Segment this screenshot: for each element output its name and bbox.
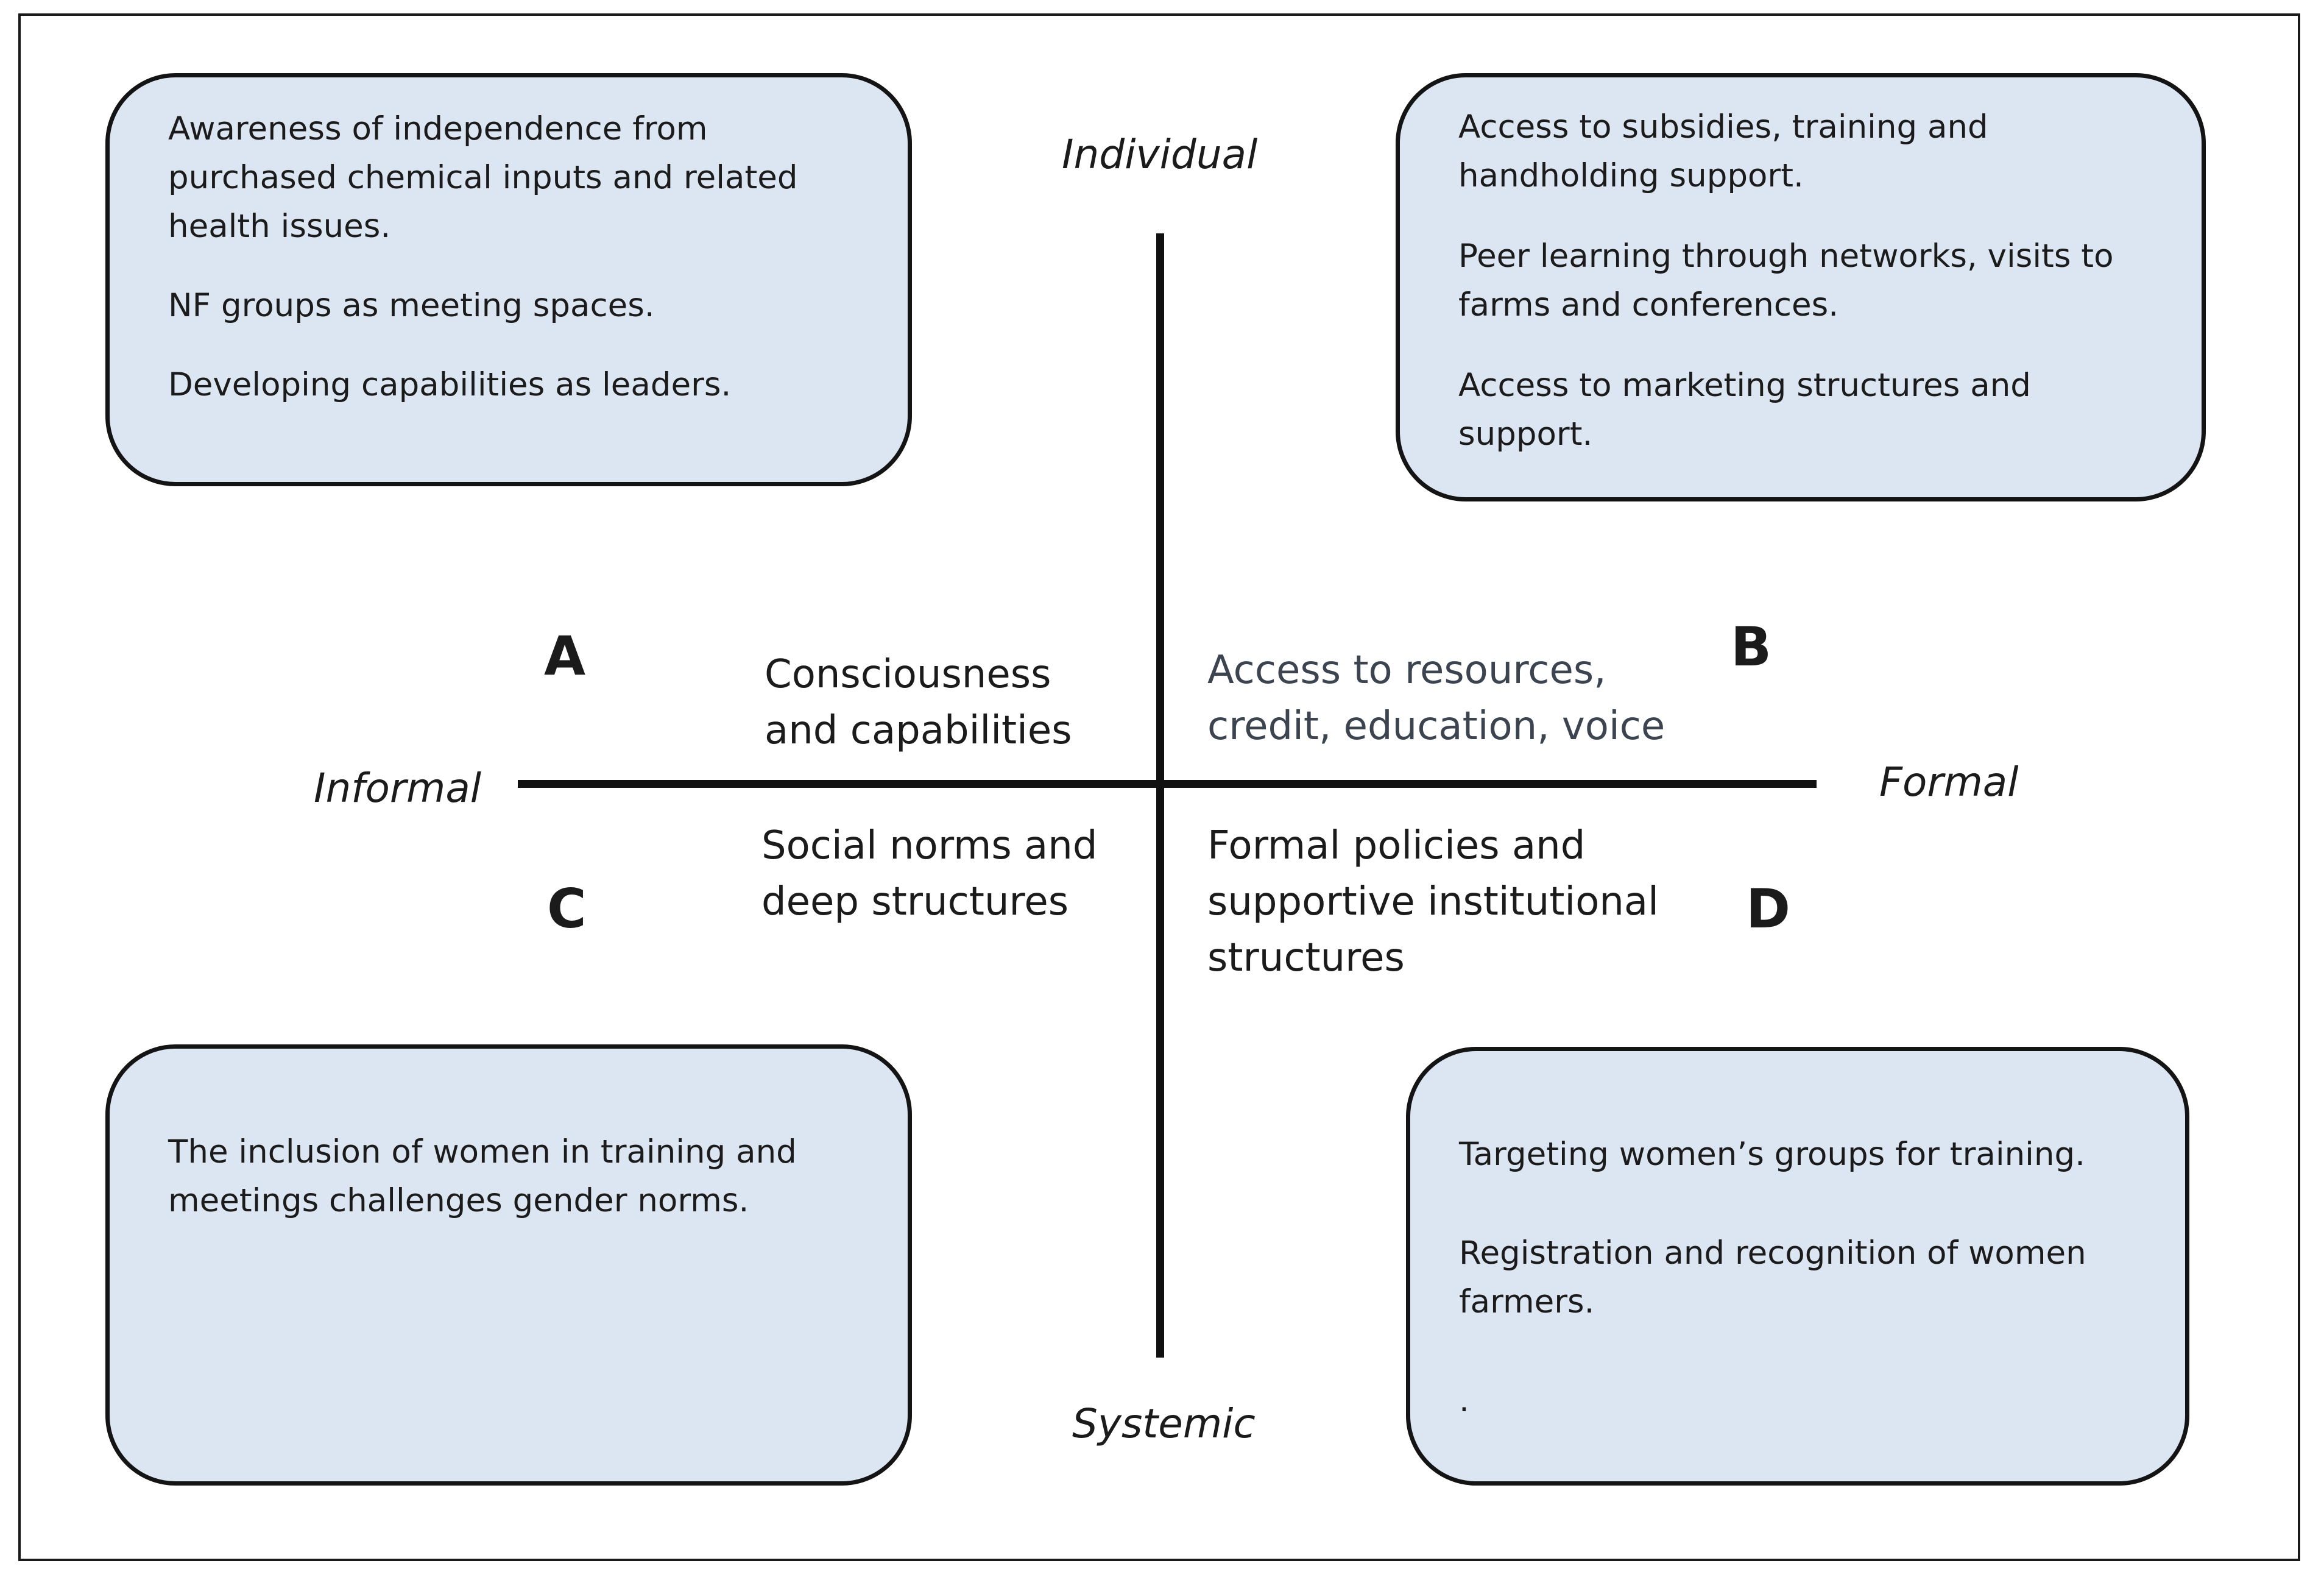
dimension-line: Access to resources,: [1207, 648, 1606, 693]
dimension-line: supportive institutional: [1207, 879, 1659, 924]
dimension-line: Formal policies and: [1207, 823, 1586, 868]
figure-frame: [18, 13, 2300, 1561]
quadrant-b-box: Access to subsidies, training and handho…: [1396, 73, 2206, 501]
axis-label-informal: Informal: [314, 765, 482, 812]
dimension-line: structures: [1207, 935, 1405, 980]
quadrant-a-item: NF groups as meeting spaces.: [168, 287, 655, 324]
quadrant-d-box: Targeting women’s groups for training. R…: [1406, 1047, 2189, 1486]
quadrant-d-item: Targeting women’s groups for training.: [1459, 1136, 2085, 1173]
dimension-line: Social norms and: [761, 823, 1098, 868]
quadrant-b-dimension: Access to resources, credit, education, …: [1207, 642, 1665, 754]
axis-label-formal: Formal: [1879, 759, 2019, 806]
dimension-line: Consciousness: [765, 652, 1051, 697]
quadrant-letter-d: D: [1746, 877, 1791, 940]
quadrant-letter-a: A: [544, 625, 586, 687]
dimension-line: and capabilities: [765, 708, 1072, 753]
quadrant-d-item: Registration and recognition of women fa…: [1459, 1235, 2086, 1320]
axis-label-individual: Individual: [1062, 131, 1258, 178]
quadrant-a-item: Developing capabilities as leaders.: [168, 366, 732, 403]
quadrant-letter-b: B: [1731, 615, 1772, 678]
quadrant-c-box: The inclusion of women in training and m…: [105, 1044, 912, 1486]
vertical-axis-line: [1156, 233, 1164, 1358]
axis-label-systemic: Systemic: [1072, 1400, 1256, 1447]
dimension-line: credit, education, voice: [1207, 704, 1665, 749]
dimension-line: deep structures: [761, 879, 1069, 924]
quadrant-a-box: Awareness of independence from purchased…: [105, 73, 912, 486]
quadrant-d-item: .: [1459, 1382, 1469, 1419]
quadrant-c-dimension: Social norms and deep structures: [761, 818, 1097, 930]
quadrant-b-item: Access to subsidies, training and handho…: [1458, 108, 1988, 194]
quadrant-letter-c: C: [547, 877, 587, 940]
quadrant-a-item: Awareness of independence from purchased…: [168, 110, 798, 245]
quadrant-b-item: Access to marketing structures and suppo…: [1458, 367, 2031, 453]
quadrant-c-item: The inclusion of women in training and m…: [168, 1133, 797, 1219]
quadrant-a-dimension: Consciousness and capabilities: [765, 647, 1072, 759]
horizontal-axis-line: [518, 780, 1817, 788]
quadrant-d-dimension: Formal policies and supportive instituti…: [1207, 818, 1659, 986]
quadrant-b-item: Peer learning through networks, visits t…: [1458, 238, 2114, 324]
